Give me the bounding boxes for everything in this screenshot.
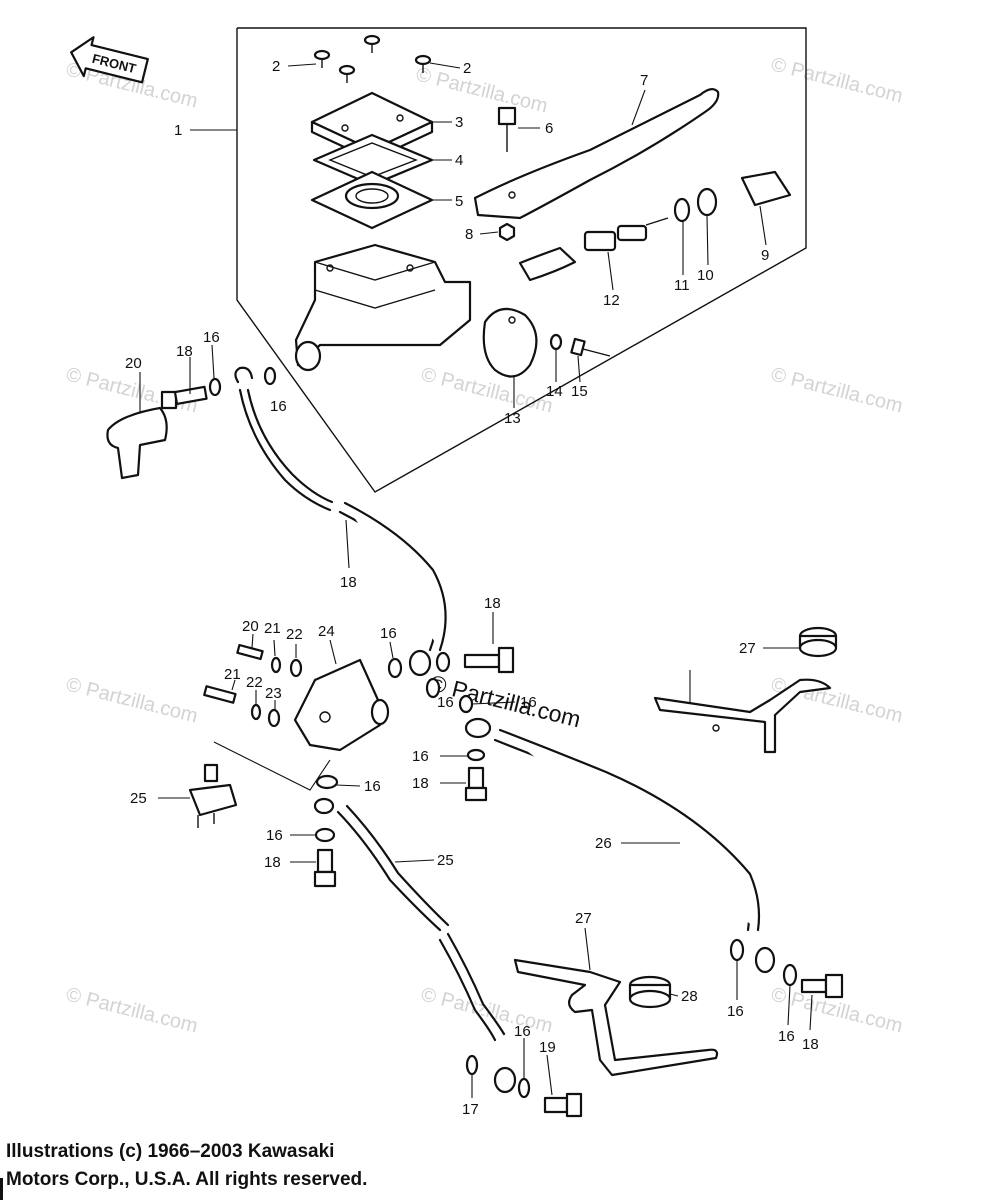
callout-18: 18 [802,1036,819,1053]
callout-16: 17 [462,1101,479,1118]
three-way-joint-part [293,658,390,752]
banjo-bolt-left-part [313,848,337,888]
upper-grommet-part [798,626,838,658]
callout-19: 20 [125,355,142,372]
piston-assembly-part [518,217,669,282]
callout-21: 21 [264,620,281,637]
callout-21: 22 [246,674,263,691]
callout-6: 6 [545,120,553,137]
upper-brake-hose-part [234,366,447,677]
upper-bracket-part [653,678,832,754]
callout-16: 16 [270,398,287,415]
lower-bracket-part [513,958,719,1077]
watermark: © Partzilla.com [414,64,550,118]
callout-4: 4 [455,152,463,169]
callout-16: 16 [380,625,397,642]
watermark: © Partzilla.com [419,364,555,418]
callout-16: 16 [266,827,283,844]
copyright-notice: Illustrations (c) 1966–2003 Kawasaki Mot… [6,1138,367,1194]
callout-16: 16 [727,1003,744,1020]
washer-part [458,694,474,714]
callout-3: 3 [455,114,463,131]
callout-labels: 1 2 2 3 4 5 6 7 8 9 10 11 12 13 14 15 16… [125,58,819,1118]
callout-1: 1 [174,122,182,139]
watermark: © Partzilla.com [769,364,905,418]
callout-16: 16 [778,1028,795,1045]
callout-25: 25 [437,852,454,869]
callout-23: 24 [318,623,335,640]
callout-18: 18 [264,854,281,871]
callout-15: 15 [571,383,588,400]
callout-22: 22 [286,626,303,643]
callout-13: 13 [504,410,521,427]
boot-part [106,406,168,480]
master-cylinder-body-part [294,243,472,372]
callout-18: 18 [484,595,501,612]
washer-part [263,366,277,386]
callout-24: 25 [130,790,147,807]
callout-26: 27 [575,910,592,927]
callout-2: 2 [272,58,280,75]
callout-18: 18 [412,775,429,792]
washer-part [466,748,486,762]
switch-leader-line [213,741,331,791]
washer-part [387,657,403,679]
diaphragm-part [310,170,434,230]
clamp-bolt-parts [549,333,611,357]
callout-12: 12 [603,292,620,309]
watermark: © Partzilla.com [64,674,200,728]
callout-17: 18 [340,574,357,591]
callout-18: 19 [539,1039,556,1056]
pivot-bolt-part [497,106,517,152]
callout-16: 16 [520,694,537,711]
callout-25: 26 [595,835,612,852]
callout-14: 14 [546,383,563,400]
front-arrow-icon: FRONT [70,36,149,84]
clamp-part [482,307,538,378]
callout-16: 16 [514,1023,531,1040]
washer-part [314,827,336,843]
pivot-nut-part [498,222,516,242]
washer-part [425,677,441,699]
page-edge-mark [0,1178,3,1200]
callout-9: 9 [761,247,769,264]
cap-screw-parts [313,34,432,83]
callout-27: 27 [739,640,756,657]
callout-5: 5 [455,193,463,210]
callout-16: 16 [203,329,220,346]
callout-7: 7 [640,72,648,89]
banjo-bolt-right-part [464,766,488,802]
brake-light-switch-part [188,763,238,828]
washer-part [208,377,222,397]
callout-8: 8 [465,226,473,243]
callout-20: 20 [242,618,259,635]
right-brake-hose-part [464,717,844,999]
copyright-line-1: Illustrations (c) 1966–2003 Kawasaki [6,1141,335,1162]
callout-11: 11 [674,277,690,294]
callout-16: 16 [412,748,429,765]
joint-small-bolt-parts [203,643,303,728]
leader-lines [139,62,813,1098]
callout-20: 21 [224,666,241,683]
lower-grommet-part [628,975,672,1009]
callout-16: 16 [437,694,454,711]
callout-16: 16 [364,778,381,795]
washer-part [435,651,451,673]
watermark: © Partzilla.com [769,54,905,108]
callout-18: 18 [176,343,193,360]
copyright-line-2: Motors Corp., U.S.A. All rights reserved… [6,1169,368,1190]
banjo-bolt-upper-part [160,385,208,410]
callout-22: 23 [265,685,282,702]
left-brake-hose-part [313,774,583,1118]
master-cylinder-assembly-outline [236,27,807,493]
callout-27: 28 [681,988,698,1005]
callout-2: 2 [463,60,471,77]
banjo-bolt-mid-part [463,646,515,674]
brake-lever-part [473,88,720,220]
piston-cup-parts [673,170,792,223]
callout-10: 10 [697,267,714,284]
watermark: © Partzilla.com [64,984,200,1038]
